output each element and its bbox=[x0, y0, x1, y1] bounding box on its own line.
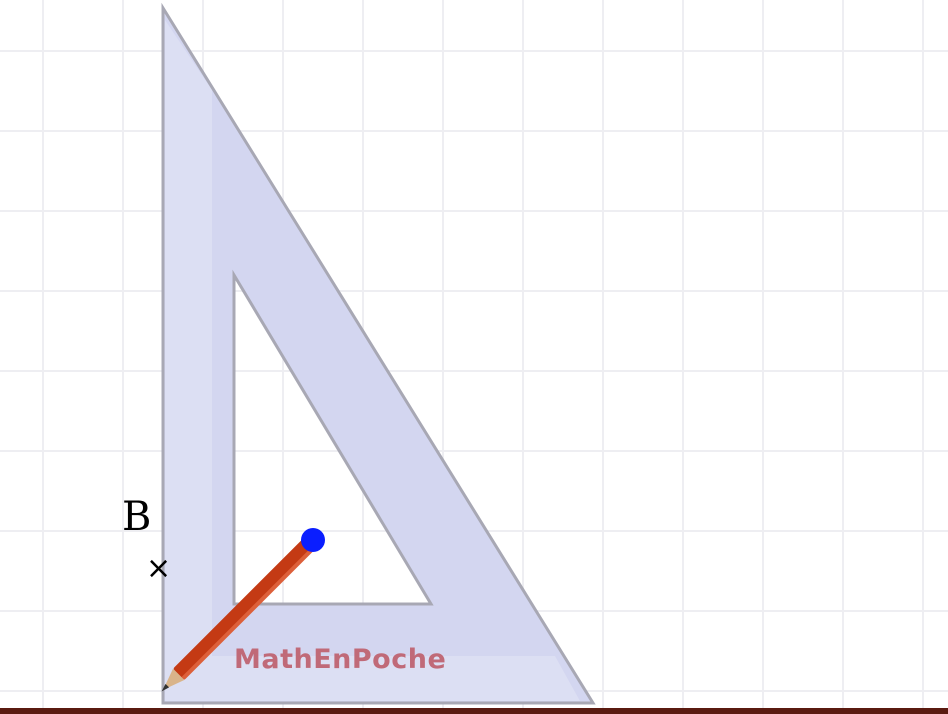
pencil-lead bbox=[161, 683, 170, 692]
set-square[interactable]: MathEnPoche bbox=[161, 2, 596, 705]
pencil-wood bbox=[163, 668, 185, 690]
pencil-body-shine bbox=[181, 542, 319, 681]
point-b-label: B bbox=[122, 494, 151, 540]
set-square-body[interactable] bbox=[161, 2, 596, 705]
pencil[interactable] bbox=[153, 523, 330, 700]
point-b-marker: × bbox=[146, 551, 171, 586]
pencil-handle[interactable] bbox=[296, 523, 330, 557]
brand-label: MathEnPoche bbox=[234, 644, 446, 675]
set-square-highlight bbox=[165, 20, 580, 701]
pencil-body[interactable] bbox=[173, 534, 319, 680]
